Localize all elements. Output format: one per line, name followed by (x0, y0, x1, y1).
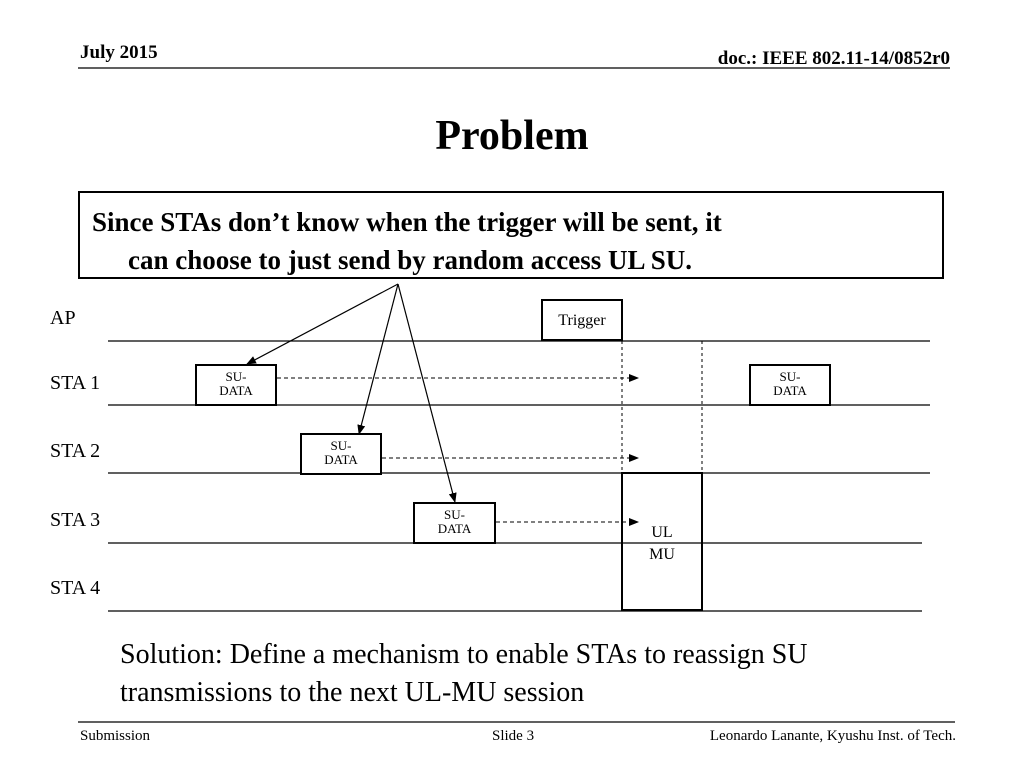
sta1-su-data-box: SU- DATA (195, 364, 277, 406)
callout-arrow-sta2 (357, 283, 399, 435)
problem-callout: Since STAs don’t know when the trigger w… (78, 191, 944, 279)
row-label-sta2: STA 2 (50, 440, 101, 462)
callout-arrow-sta1 (246, 283, 399, 365)
row-label-sta1: STA 1 (50, 372, 101, 394)
sta1-su-data-box-later: SU- DATA (749, 364, 831, 406)
su-data-label-top: SU- (779, 369, 801, 384)
ul-mu-label-bottom: MU (649, 546, 675, 563)
solution-line-1: Solution: Define a mechanism to enable S… (120, 639, 808, 670)
su-data-label-top: SU- (444, 507, 465, 522)
footer-submission: Submission (80, 728, 151, 744)
su-data-label-bottom: DATA (773, 383, 807, 398)
header-date: July 2015 (80, 42, 158, 63)
solution-line-2: transmissions to the next UL-MU session (120, 677, 585, 708)
callout-line-1: Since STAs don’t know when the trigger w… (92, 207, 722, 237)
row-label-sta4: STA 4 (50, 577, 101, 599)
sta2-su-data-box: SU- DATA (300, 433, 382, 475)
ul-mu-label-top: UL (651, 524, 673, 541)
footer-author: Leonardo Lanante, Kyushu Inst. of Tech. (709, 728, 956, 744)
sta3-su-data-box: SU- DATA (413, 502, 496, 544)
su-data-label-bottom: DATA (324, 452, 358, 467)
solution-text: Solution: Define a mechanism to enable S… (120, 636, 980, 712)
row-label-sta3: STA 3 (50, 509, 101, 531)
header-doc-id: doc.: IEEE 802.11-14/0852r0 (717, 48, 950, 69)
trigger-frame: Trigger (541, 299, 623, 341)
su-data-label-top: SU- (330, 438, 352, 453)
su-data-label-bottom: DATA (437, 521, 472, 536)
callout-line-2: can choose to just send by random access… (128, 245, 693, 275)
ul-mu-frame: UL MU (621, 472, 703, 611)
footer-slide-number: Slide 3 (492, 728, 535, 744)
callout-arrow-sta3 (397, 283, 457, 503)
su-data-label-bottom: DATA (219, 383, 253, 398)
slide-title: Problem (435, 113, 589, 159)
row-label-ap: AP (50, 307, 76, 329)
su-data-label-top: SU- (225, 369, 247, 384)
